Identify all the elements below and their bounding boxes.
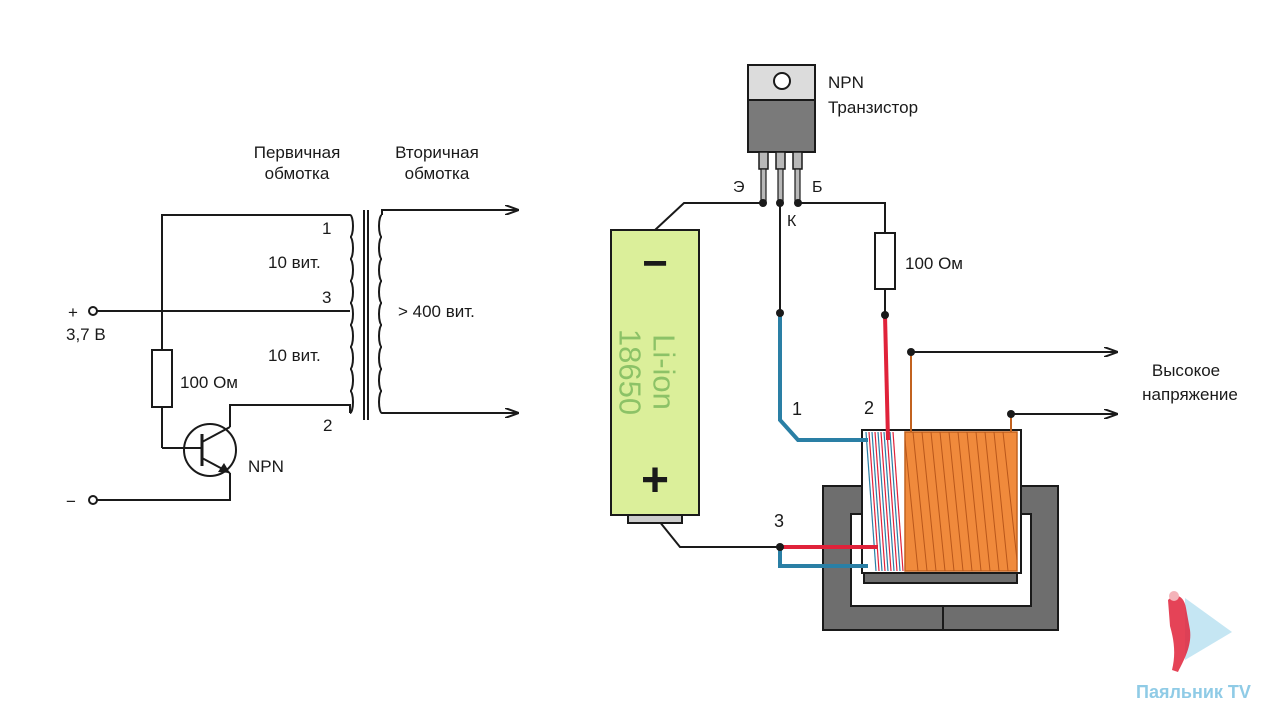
output-junction-dot-top — [907, 348, 915, 356]
base-junction-dot — [794, 199, 802, 207]
logo-soldering-iron-mascot-icon — [1168, 595, 1191, 672]
base-resistor-label: 100 Ом — [905, 254, 963, 273]
tap-2-lead-red — [883, 314, 890, 441]
base-resistor — [874, 232, 896, 290]
tap-3-junction-dot — [776, 543, 784, 551]
plus-terminal — [88, 306, 98, 316]
primary-top-wire — [161, 214, 350, 350]
battery-text-line1: Li-ion — [647, 334, 682, 410]
emitter-junction-dot — [759, 199, 767, 207]
base-to-resistor-wire — [798, 202, 886, 233]
supply-voltage-label: 3,7 В — [66, 325, 106, 344]
resistor-symbol — [151, 349, 173, 408]
primary-winding-label-line2: обмотка — [265, 164, 330, 183]
primary-winding-label-line1: Первичная — [254, 143, 341, 162]
secondary-winding-turns — [904, 431, 1018, 572]
tap-2-junction-dot — [881, 311, 889, 319]
transistor-title-line2: Транзистор — [828, 98, 918, 117]
schematic: Первичная обмотка Вторичная обмотка 100 … — [66, 143, 518, 511]
resistor-label: 100 Ом — [180, 373, 238, 392]
primary-lower-turns-label: 10 вит. — [268, 346, 321, 365]
primary-coil-symbol — [349, 214, 354, 414]
supply-plus-sign: + — [68, 303, 78, 322]
collector-junction-dot — [776, 199, 784, 207]
emitter-to-minus-wire — [97, 473, 231, 501]
tap-2-number: 2 — [864, 398, 874, 418]
pin-emitter-label: Э — [733, 179, 745, 196]
tap-1-junction-dot — [776, 309, 784, 317]
high-voltage-label-line2: напряжение — [1142, 385, 1238, 404]
secondary-winding-label-line2: обмотка — [405, 164, 470, 183]
transistor-label: NPN — [248, 457, 284, 476]
pin-collector-label: К — [787, 213, 797, 230]
to220-transistor-package — [747, 64, 816, 204]
secondary-turns-label: > 400 вит. — [398, 302, 475, 321]
logo-mascot-head-icon — [1169, 591, 1179, 601]
high-voltage-label-line1: Высокое — [1152, 361, 1220, 380]
battery-minus-sign: − — [642, 239, 668, 288]
tap-3-number: 3 — [774, 511, 784, 531]
minus-terminal — [88, 495, 98, 505]
secondary-coil-symbol — [378, 214, 383, 414]
battery-text-line2: 18650 — [613, 329, 648, 415]
npn-transistor-symbol — [183, 423, 237, 477]
primary-upper-turns-label: 10 вит. — [268, 253, 321, 272]
watermark-logo: Паяльник TV — [1136, 591, 1251, 702]
tap-3-lead-blue — [778, 547, 868, 568]
transistor-title-line1: NPN — [828, 73, 864, 92]
secondary-output-top-arrow — [381, 210, 518, 215]
primary-bottom-to-collector-wire — [229, 404, 351, 427]
secondary-winding-label-line1: Вторичная — [395, 143, 479, 162]
battery-plus-sign: + — [641, 454, 669, 507]
pin-base-label: Б — [812, 179, 823, 196]
supply-minus-sign: − — [66, 492, 76, 511]
tap-1-lead-blue — [778, 313, 868, 442]
logo-play-icon — [1185, 598, 1232, 660]
tap-1-number: 1 — [792, 399, 802, 419]
battery-plus-to-tap3-wire — [654, 515, 780, 548]
assembly: NPN Транзистор Э К Б 100 Ом − + Li-ion 1… — [610, 64, 1238, 631]
tap-2-label: 2 — [323, 416, 332, 435]
emitter-to-battery-minus-wire — [654, 202, 763, 231]
output-junction-dot-bottom — [1007, 410, 1015, 418]
tap-3-label: 3 — [322, 288, 331, 307]
tap-1-label: 1 — [322, 219, 331, 238]
li-ion-battery — [610, 229, 700, 524]
watermark-brand: Паяльник TV — [1136, 682, 1251, 702]
